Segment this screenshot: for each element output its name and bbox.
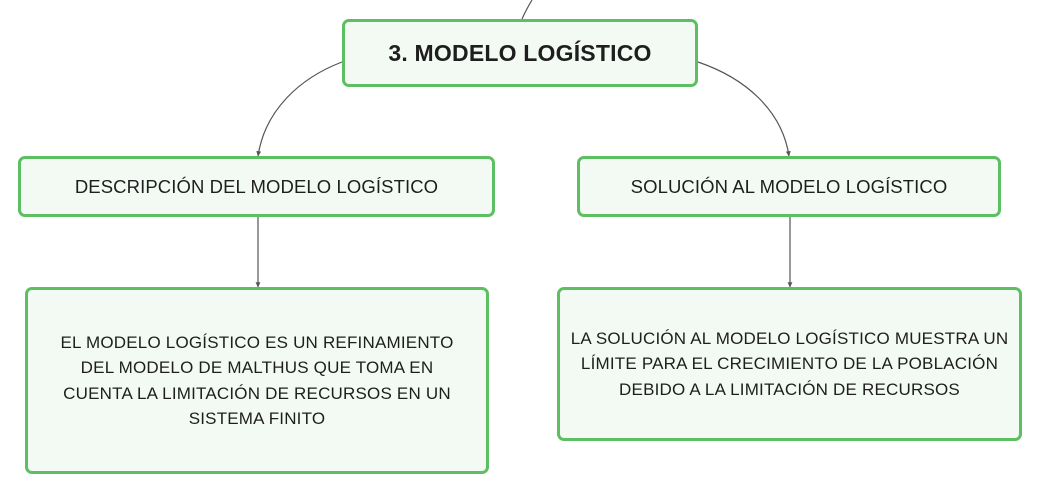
connector-root-to-solution (697, 61, 791, 157)
incoming-connector (521, 0, 533, 20)
description-topic-label: DESCRIPCIÓN DEL MODELO LOGÍSTICO (74, 175, 439, 197)
description-detail-text: EL MODELO LOGÍSTICO ES UN REFINAMIENTO D… (60, 332, 454, 429)
solution-detail-node[interactable]: LA SOLUCIÓN AL MODELO LOGÍSTICO MUESTRA … (557, 287, 1022, 441)
root-topic-node[interactable]: 3. MODELO LOGÍSTICO (342, 19, 698, 87)
connector-root-to-description (256, 61, 343, 157)
description-topic-node[interactable]: DESCRIPCIÓN DEL MODELO LOGÍSTICO (18, 156, 495, 217)
root-topic-title: 3. MODELO LOGÍSTICO (388, 39, 652, 66)
solution-topic-label: SOLUCIÓN AL MODELO LOGÍSTICO (630, 175, 948, 197)
description-detail-node[interactable]: EL MODELO LOGÍSTICO ES UN REFINAMIENTO D… (25, 287, 489, 474)
solution-detail-text: LA SOLUCIÓN AL MODELO LOGÍSTICO MUESTRA … (570, 328, 1009, 399)
solution-topic-node[interactable]: SOLUCIÓN AL MODELO LOGÍSTICO (577, 156, 1001, 217)
